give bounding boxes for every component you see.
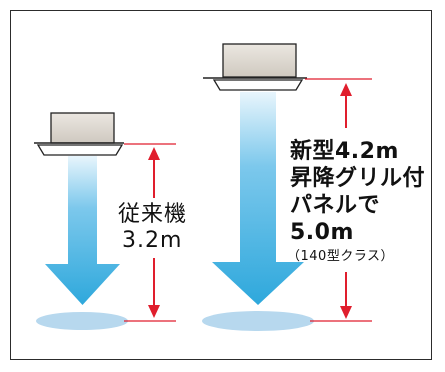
old-unit-height: 3.2m	[122, 228, 183, 253]
new-dimension-arrowhead-bottom	[340, 306, 352, 319]
new-unit-height: 新型4.2m	[290, 139, 399, 164]
old-floor-spot	[36, 312, 128, 330]
new-unit-feature: 昇降グリル付	[290, 166, 426, 191]
new-dimension-arrowhead-top	[340, 83, 352, 96]
old-unit-body	[50, 112, 115, 144]
new-unit-panel-text: パネルで	[290, 193, 381, 218]
new-airflow-arrow	[212, 92, 304, 305]
old-dimension-arrowhead-top	[148, 147, 160, 160]
old-unit-label: 従来機 3.2m	[118, 202, 187, 254]
old-airflow-arrow	[45, 156, 120, 305]
old-dimension-arrowhead-bottom	[148, 305, 160, 318]
new-unit-panel	[212, 79, 304, 91]
new-unit	[202, 43, 314, 331]
new-unit-panel-height: 5.0m	[290, 220, 354, 245]
new-floor-spot	[202, 311, 314, 331]
old-unit-panel	[36, 144, 124, 156]
old-unit	[34, 112, 128, 330]
new-unit-label: 新型4.2m 昇降グリル付 パネルで 5.0m	[290, 138, 425, 246]
new-unit-class-note: （140型クラス）	[287, 249, 395, 264]
old-unit-name: 従来機	[118, 202, 188, 227]
old-height-dimension	[124, 143, 176, 322]
new-height-dimension	[305, 78, 372, 322]
new-unit-body	[222, 43, 297, 78]
